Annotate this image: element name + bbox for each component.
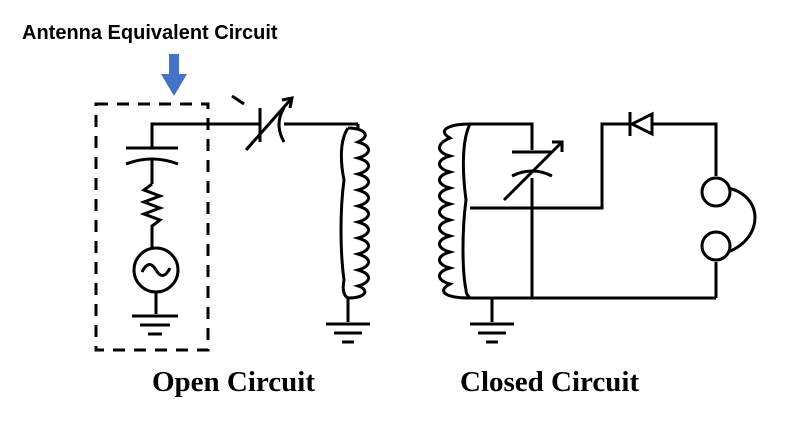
closed-circuit-wiring [470,122,718,322]
ground-icon [326,322,370,344]
ac-source-icon [132,246,180,314]
capacitor-icon [125,146,179,184]
open-circuit-wiring [150,122,358,148]
diode-icon [628,111,654,137]
variable-capacitor-icon [502,140,564,202]
open-circuit-label: Open Circuit [152,366,315,398]
antenna-equivalent-label: Antenna Equivalent Circuit [22,22,278,44]
arrow-down-icon [161,54,187,96]
variable-capacitor-icon [231,94,294,151]
closed-circuit-label: Closed Circuit [460,366,640,398]
resistor-icon [139,182,165,248]
ground-icon [470,322,514,344]
coil-icon [339,124,370,322]
headphones-icon [700,176,757,262]
coil-icon [438,122,472,300]
antenna-dashed-box [94,102,210,352]
ground-icon [132,314,178,336]
